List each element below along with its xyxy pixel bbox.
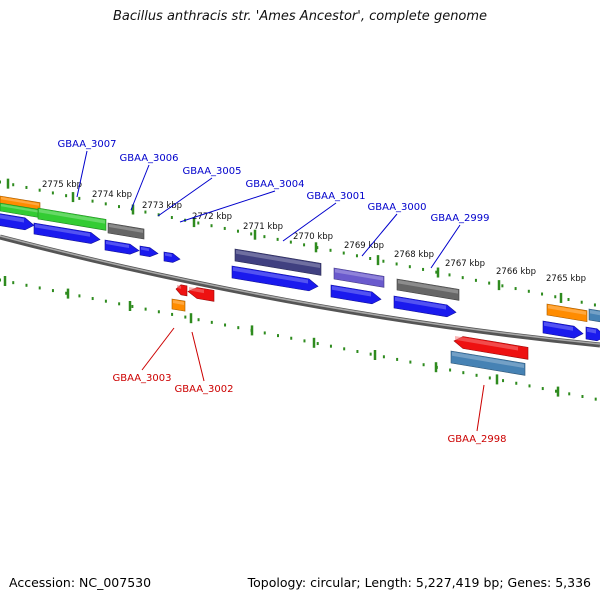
gene-shine [177,285,182,289]
ruler-tick-label: 2767 kbp [445,259,485,269]
cds-forward [0,213,35,231]
ruler-tick-label: 2772 kbp [192,212,232,222]
gene-shine [35,224,90,237]
label-leader-line [282,202,337,242]
gene-label-text: GBAA_2998 [447,434,506,445]
gene-label: GBAA_2998 [447,384,507,445]
gene-shine [395,297,446,310]
gene-label: GBAA_3006 [119,153,179,211]
gene-shine [1,204,39,213]
gene-forward [37,207,107,231]
gene-label: GBAA_3002 [174,331,234,395]
gene-forward [333,267,385,288]
gene-label-text: GBAA_3001 [306,191,365,202]
gene-forward [107,222,145,240]
cds-reverse [453,336,529,360]
gene-shine [173,300,184,306]
gene-reverse [171,298,186,312]
genome-title: Bacillus anthracis str. 'Ames Ancestor',… [112,9,488,24]
ruler-tick-label: 2768 kbp [394,250,434,260]
gene-shine [0,214,24,223]
gene-shine [141,247,149,252]
gene-label: GBAA_3000 [361,202,427,257]
genome-backbone-highlight [0,235,600,345]
gene-shine [165,253,172,257]
label-leader-line [157,177,213,217]
ruler-layer [0,178,597,401]
cds-forward [231,265,319,292]
gene-forward [396,278,460,301]
gene-forward [588,308,600,323]
gene-shine [189,287,204,294]
ruler-tick-label: 2769 kbp [344,241,384,251]
gene-label-text: GBAA_3002 [174,384,233,395]
ruler-tick-label: 2773 kbp [142,201,182,211]
gene-forward [546,303,588,323]
features-layer [0,195,600,376]
ruler-tick-label: 2775 kbp [42,180,82,190]
cds-forward [139,245,159,257]
cds-reverse [175,284,188,297]
cds-forward [585,326,600,342]
gene-shine [332,286,371,297]
labels-layer: 2775 kbp 2774 kbp 2773 kbp 2772 kbp 2771 kbp… [42,139,586,445]
gene-shine [106,241,129,249]
cds-forward [33,222,101,244]
gene-shine [39,209,105,224]
cds-reverse [187,287,215,302]
gene-label: GBAA_3004 [179,179,305,223]
gene-shine [587,328,596,334]
gene-label: GBAA_3003 [112,327,175,384]
label-leader-line [76,150,88,198]
ruler-tick-label: 2774 kbp [92,190,132,200]
gene-shine [1,197,39,206]
ruler-tick-label: 2771 kbp [243,222,283,232]
gene-shine [590,310,600,316]
gene-shine [335,269,383,281]
gene-reverse [450,350,526,376]
cds-forward [104,239,140,255]
ruler-tick-label: 2766 kbp [496,267,536,277]
gene-label: GBAA_2999 [430,213,490,269]
label-leader-line [130,164,150,211]
gene-label-text: GBAA_3005 [182,166,241,177]
reverse-ruler [0,278,597,401]
cds-forward [163,251,181,263]
label-leader-line [179,190,276,223]
gene-label-text: GBAA_3007 [57,139,116,150]
ruler-tick-label: 2770 kbp [293,232,333,242]
label-leader-line [191,331,205,382]
gene-shine [455,336,518,351]
gene-shine [452,352,524,368]
gene-label-text: GBAA_3003 [112,373,171,384]
gene-label-text: GBAA_2999 [430,213,489,224]
gene-label: GBAA_3001 [282,191,366,242]
label-leader-line [141,327,175,371]
gene-label-text: GBAA_3004 [245,179,304,190]
gene-label-text: GBAA_3000 [367,202,426,213]
gene-shine [109,224,143,233]
gene-label: GBAA_3005 [157,166,242,217]
ruler-tick-label: 2765 kbp [546,274,586,284]
label-leader-line [476,384,485,432]
gene-shine [398,280,458,294]
gene-forward [234,248,322,276]
genome-backbone [0,234,600,348]
label-leader-line [361,213,398,257]
gene-label-text: GBAA_3006 [119,153,178,164]
gene-shine [233,267,308,284]
genome-summary: Topology: circular; Length: 5,227,419 bp… [247,575,591,590]
gene-shine [544,322,573,331]
gene-shine [236,250,320,268]
backbone-layer [0,234,600,348]
label-leader-line [430,224,461,269]
gene-shine [548,305,586,315]
accession-label: Accession: NC_007530 [9,575,152,590]
gene-label: GBAA_3007 [57,139,117,198]
cds-forward [393,295,457,318]
cds-forward [542,320,584,339]
cds-forward [330,284,382,305]
